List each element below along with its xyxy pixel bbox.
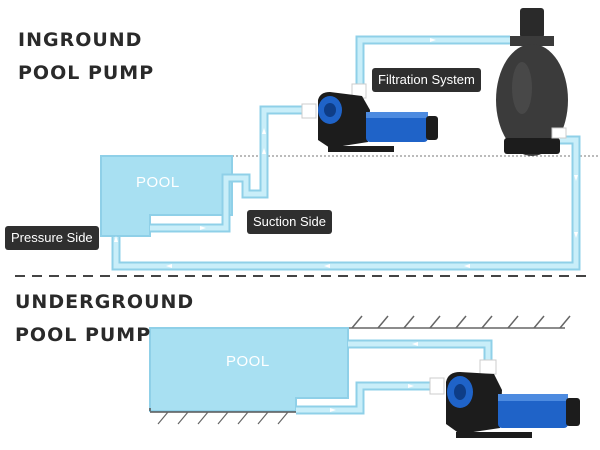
suction-side-label: Suction Side [247, 210, 332, 234]
arrow-icon [412, 342, 418, 346]
underground-title-line2: POOL PUMP [15, 324, 152, 346]
arrow-icon [330, 408, 336, 412]
pool-pump-icon [301, 83, 438, 152]
inground-pool-basin [100, 155, 233, 237]
arrow-icon [408, 384, 414, 388]
arrow-icon [574, 232, 578, 238]
flow-arrows-underground [330, 342, 418, 412]
filtration-system-label: Filtration System [372, 68, 481, 92]
ground-hatch [348, 315, 571, 329]
underground-title-line1: UNDERGROUND [15, 291, 195, 313]
pressure-side-label: Pressure Side [5, 226, 99, 250]
underground-return-pipe [348, 339, 493, 370]
arrow-icon [464, 264, 470, 268]
arrow-icon [574, 175, 578, 181]
arrow-icon [114, 236, 118, 242]
inground-title-line1: INGROUND [18, 29, 143, 51]
flow-arrows-inground [114, 38, 578, 268]
arrow-icon [262, 128, 266, 134]
sand-filter-icon [496, 8, 568, 156]
arrow-icon [430, 38, 436, 42]
underground-pool-label: POOL [226, 353, 270, 370]
arrow-icon [324, 264, 330, 268]
arrow-icon [262, 148, 266, 154]
arrow-icon [200, 226, 206, 230]
arrow-icon [166, 264, 172, 268]
inground-title-line2: POOL PUMP [18, 62, 155, 84]
inground-pool-label: POOL [136, 174, 180, 191]
pool-pump-icon [429, 359, 580, 438]
